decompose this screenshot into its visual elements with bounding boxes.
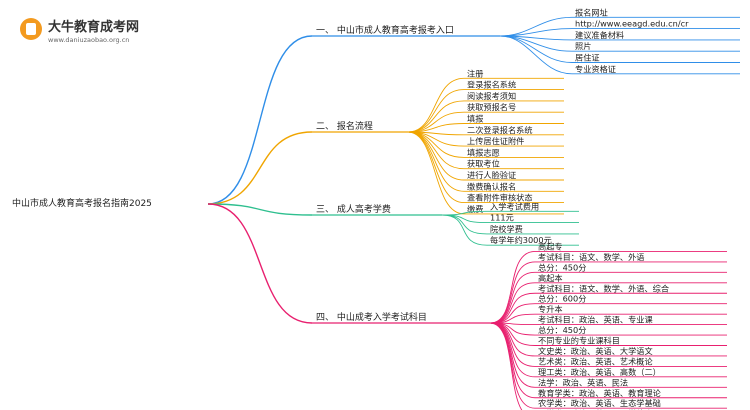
leaf-connector [499, 35, 573, 75]
leaf-connector [489, 271, 536, 324]
branch-label: 二、 报名流程 [316, 120, 373, 132]
branch-b2: 二、 报名流程 注册登录报名系统阅读报考须知获取预报名号填报二次登录报名系统上传居… [207, 68, 564, 215]
leaf-connector [407, 131, 465, 215]
leaf-item: 进行人脸验证 [467, 170, 516, 180]
leaf-item: 总分：600分 [538, 294, 586, 304]
leaf-connector [407, 89, 465, 133]
leaf-item: 缴费确认报名 [467, 181, 516, 191]
leaf-item: 居住证 [575, 53, 600, 63]
leaf-connector [407, 77, 465, 133]
leaf-item: 建议准备材料 [575, 30, 624, 40]
leaf-item: 高起本 [538, 273, 563, 283]
leaf-item: 专升本 [538, 304, 563, 314]
leaf-item: 查看附件审核状态 [467, 193, 533, 203]
leaf-item: 照片 [575, 41, 591, 51]
branch-b1: 一、 中山市成人教育高考报考入口 报名网址 http://www.eeagd.edu… [207, 7, 740, 205]
leaf-connector [441, 214, 488, 246]
leaf-connector [489, 322, 523, 410]
leaf-item: 111元 [490, 213, 514, 223]
leaf-item: 二次登录报名系统 [467, 125, 533, 135]
leaf-item: 缴费 [467, 204, 483, 214]
leaf-item: 教育学类：政治、英语、教育理论 [538, 388, 661, 398]
leaf-item: 医学类：政治、英语、医学综合 [538, 409, 653, 410]
leaf-item: 填报志愿 [467, 147, 500, 157]
leaf-item: 获取考位 [467, 159, 500, 169]
brand-logo: 大牛教育成考网 www.daniuzaobao.org.cn [20, 14, 139, 54]
leaf-item: 考试科目：语文、数学、外语 [538, 252, 644, 262]
leaf-connector [499, 16, 573, 37]
leaf-connector [489, 261, 536, 324]
branch-connector [207, 203, 313, 324]
leaf-connector [407, 131, 465, 158]
leaf-item: 每学年约3000元 [490, 235, 552, 245]
leaf-item: 农学类：政治、英语、生态学基础 [538, 398, 661, 408]
leaf-item: http://www.eeagd.edu.cn/cr [575, 19, 689, 29]
leaf-item: 院校学费 [490, 224, 523, 234]
leaf-connector [489, 251, 536, 324]
leaf-item: 注册 [467, 68, 483, 78]
branch-connector [207, 131, 313, 205]
branch-label: 四、 中山成考入学考试科目 [316, 311, 427, 323]
branch-b4: 四、 中山成考入学考试科目高起专考试科目：语文、数学、外语总分：450分高起本考… [207, 203, 727, 410]
leaf-item: 上传居住证附件 [467, 136, 524, 146]
leaf-item: 文史类：政治、英语、大学语文 [538, 346, 653, 356]
leaf-item: 高起专 [538, 241, 563, 251]
leaf-item: 入学考试费用 [490, 201, 539, 211]
leaf-connector [407, 131, 465, 192]
leaf-item: 艺术类：政治、英语、艺术概论 [538, 356, 653, 366]
leaf-item: 填报 [467, 114, 483, 124]
branch-label: 一、 中山市成人教育高考报考入口 [316, 24, 454, 36]
brand-url: www.daniuzaobao.org.cn [48, 36, 130, 44]
leaf-item: 获取预报名号 [467, 102, 516, 112]
leaf-item: 阅读报考须知 [467, 91, 516, 101]
leaf-item: 报名网址 [575, 7, 608, 17]
branch-connector [207, 35, 313, 205]
brand-name: 大牛教育成考网 [48, 20, 140, 35]
leaf-item: 不同专业的专业课科目 [538, 336, 620, 346]
leaf-item: 法学：政治、英语、民法 [538, 377, 628, 387]
leaf-item: 总分：450分 [538, 262, 586, 272]
leaf-item: 考试科目：政治、英语、专业课 [538, 315, 653, 325]
leaf-connector [441, 214, 488, 224]
branch-label: 三、 成人高考学费 [316, 203, 391, 215]
book-icon [20, 18, 42, 40]
leaf-item: 考试科目：语文、数学、外语、综合 [538, 283, 669, 293]
leaf-item: 总分：450分 [538, 325, 586, 335]
leaf-item: 登录报名系统 [467, 80, 516, 90]
branch-connector [207, 203, 313, 216]
leaf-item: 专业资格证 [575, 64, 616, 74]
leaf-item: 理工类：政治、英语、高数（二） [538, 367, 661, 377]
root-node: 中山市成人教育高考报名指南2025 [12, 197, 152, 209]
